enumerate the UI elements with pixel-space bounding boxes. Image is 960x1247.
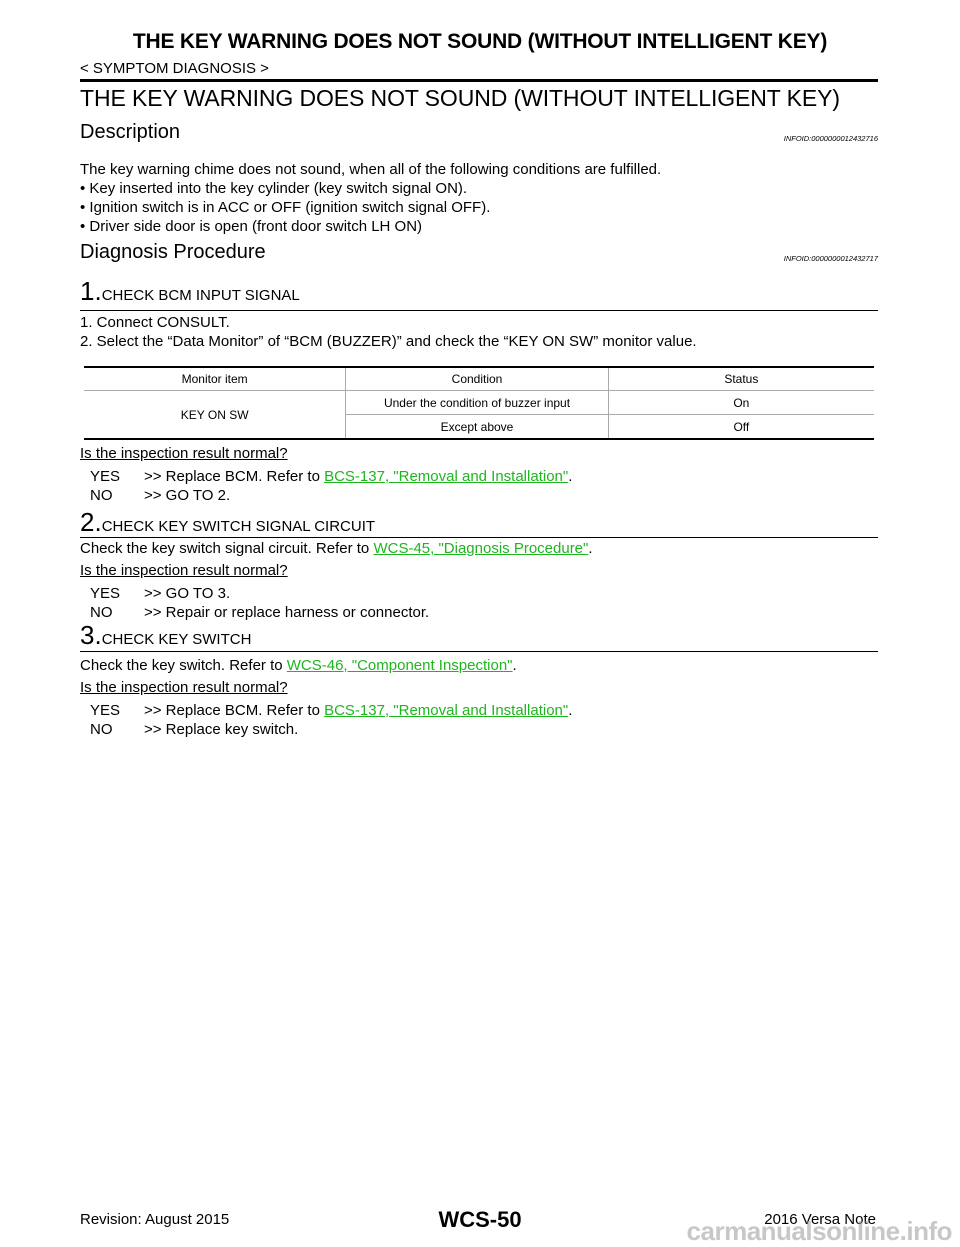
- no-label: NO: [90, 487, 113, 504]
- link-wcs-46[interactable]: WCS-46, "Component Inspection": [286, 657, 513, 674]
- table-row: KEY ON SW Under the condition of buzzer …: [84, 390, 874, 438]
- link-wcs-45[interactable]: WCS-45, "Diagnosis Procedure": [373, 540, 589, 557]
- step-3-title: CHECK KEY SWITCH: [101, 631, 252, 648]
- no-label: NO: [90, 721, 113, 738]
- step-3-yes: YES >> Replace BCM. Refer to BCS-137, "Re…: [90, 702, 573, 719]
- running-title: THE KEY WARNING DOES NOT SOUND (WITHOUT …: [132, 30, 828, 53]
- step-2-heading: 2.CHECK KEY SWITCH SIGNAL CIRCUIT: [80, 507, 375, 538]
- diagnosis-title: Diagnosis Procedure: [80, 241, 266, 263]
- watermark: carmanualsonline.info: [686, 1216, 953, 1246]
- instruction-item: 2. Select the “Data Monitor” of “BCM (BU…: [80, 333, 697, 350]
- monitor-table: Monitor item Condition Status KEY ON SW …: [84, 367, 874, 438]
- table-bottom-rule: [84, 438, 874, 440]
- step-1-heading: 1.CHECK BCM INPUT SIGNAL: [80, 276, 300, 307]
- step-2-rule: [80, 537, 878, 538]
- table-row: Except above Off: [84, 414, 874, 438]
- step-1-question: Is the inspection result normal?: [80, 445, 288, 462]
- table-header-cell: Monitor item: [84, 367, 347, 391]
- table-cell-item: KEY ON SW: [84, 390, 347, 438]
- footer-model: 2016 Versa Note: [764, 1211, 876, 1228]
- table-header-cell: Condition: [345, 367, 609, 391]
- step-1-rule: [80, 310, 878, 311]
- step-1-no: NO >> GO TO 2.: [90, 486, 230, 506]
- link-bcs-137[interactable]: BCS-137, "Removal and Installation": [324, 702, 569, 719]
- link-bcs-137[interactable]: BCS-137, "Removal and Installation": [324, 468, 569, 485]
- yes-text: >> GO TO 3.: [144, 585, 231, 602]
- table-top-rule: [84, 366, 874, 368]
- bullet-item: • Driver side door is open (front door s…: [80, 218, 423, 235]
- step-3-question: Is the inspection result normal?: [80, 679, 288, 696]
- step-3-rule: [80, 651, 878, 652]
- table-cell-status: On: [733, 395, 750, 410]
- step-3-text: Check the key switch. Refer to WCS-46, "…: [80, 657, 517, 674]
- description-title: Description: [80, 121, 181, 143]
- table-cell-condition: Under the condition of buzzer input: [345, 390, 609, 415]
- table-cell-status: Off: [733, 419, 750, 434]
- bullet-item: • Ignition switch is in ACC or OFF (igni…: [80, 199, 491, 216]
- step-2-yes: YES >> GO TO 3.: [90, 584, 230, 604]
- instruction-item: 1. Connect CONSULT.: [80, 314, 230, 331]
- step-3-heading: 3.CHECK KEY SWITCH: [80, 620, 251, 651]
- breadcrumb: < SYMPTOM DIAGNOSIS >: [80, 60, 269, 77]
- yes-text: >> Replace BCM. Refer to: [144, 702, 325, 719]
- step-3-number: 3.: [80, 620, 102, 650]
- description-infoid: INFOID:0000000012432716: [783, 134, 878, 143]
- header-rule: [80, 79, 878, 82]
- step-3-instruction: Check the key switch. Refer to: [80, 657, 287, 674]
- page-number: WCS-50: [438, 1207, 522, 1232]
- table-cell-condition: Except above: [345, 414, 609, 438]
- no-text: >> GO TO 2.: [144, 487, 231, 504]
- footer-revision: Revision: August 2015: [80, 1211, 230, 1228]
- step-2-title: CHECK KEY SWITCH SIGNAL CIRCUIT: [101, 518, 376, 535]
- step-1-title: CHECK BCM INPUT SIGNAL: [101, 287, 300, 304]
- diagnosis-infoid: INFOID:0000000012432717: [783, 254, 878, 263]
- description-intro: The key warning chime does not sound, wh…: [80, 161, 662, 178]
- yes-label: YES: [90, 585, 121, 602]
- step-2-number: 2.: [80, 507, 102, 537]
- step-1-yes: YES >> Replace BCM. Refer to BCS-137, "Re…: [90, 468, 573, 485]
- no-text: >> Replace key switch.: [144, 721, 299, 738]
- no-text: >> Repair or replace harness or connecto…: [144, 604, 430, 621]
- yes-label: YES: [90, 468, 121, 485]
- monitor-table-wrapper: Monitor item Condition Status KEY ON SW …: [84, 367, 874, 438]
- step-2-text: Check the key switch signal circuit. Ref…: [80, 540, 593, 557]
- step-2-no: NO >> Repair or replace harness or connec…: [90, 603, 429, 623]
- yes-text: >> Replace BCM. Refer to: [144, 468, 325, 485]
- table-header-row: Monitor item Condition Status: [84, 367, 874, 391]
- bullet-item: • Key inserted into the key cylinder (ke…: [80, 180, 468, 197]
- step-2-question: Is the inspection result normal?: [80, 562, 288, 579]
- step-1-number: 1.: [80, 276, 102, 306]
- page-title: THE KEY WARNING DOES NOT SOUND (WITHOUT …: [80, 85, 840, 111]
- no-label: NO: [90, 604, 113, 621]
- table-header-cell: Status: [724, 371, 759, 386]
- step-3-no: NO >> Replace key switch.: [90, 720, 298, 740]
- step-2-instruction: Check the key switch signal circuit. Ref…: [80, 540, 374, 557]
- yes-label: YES: [90, 702, 121, 719]
